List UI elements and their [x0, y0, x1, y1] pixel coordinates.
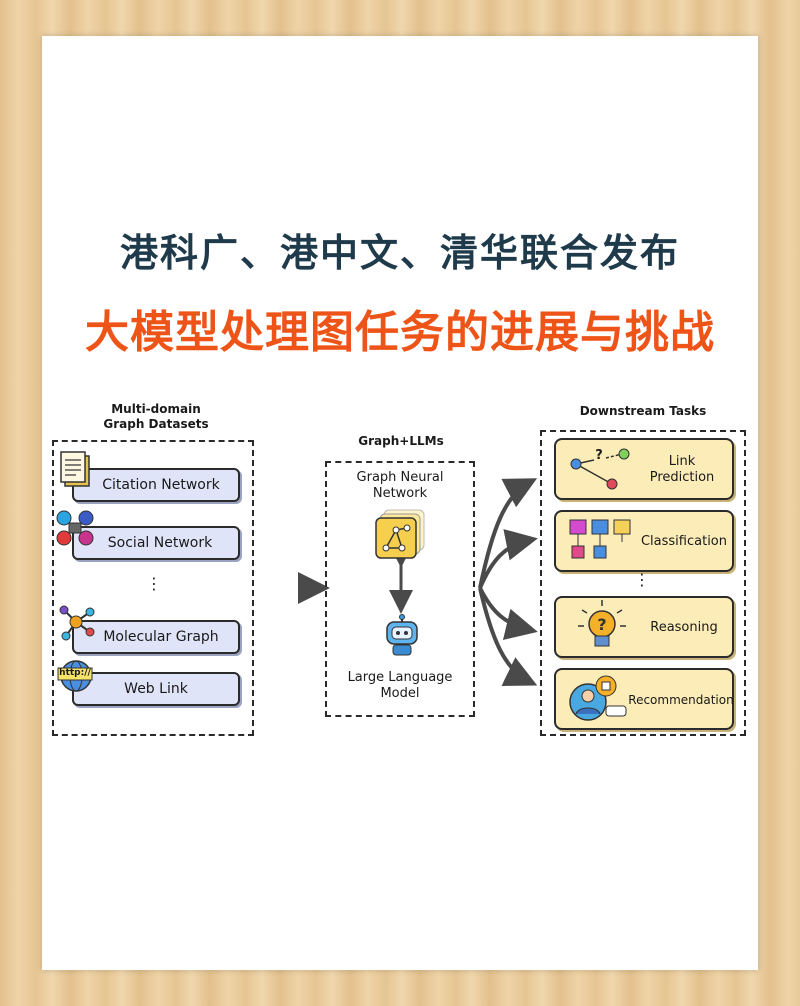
- tasks-box: [540, 430, 746, 736]
- arrow-to-link-prediction: [478, 478, 538, 589]
- globe-web-icon: [57, 660, 93, 692]
- dataset-label: Web Link: [124, 681, 188, 697]
- task-label-line2: Prediction: [649, 470, 715, 485]
- arrow-to-reasoning: [478, 587, 538, 640]
- lightbulb-question-icon: ?: [578, 600, 626, 647]
- headline-topic: 大模型处理图任务的进展与挑战: [85, 307, 715, 358]
- recommendation-user-icon: [569, 675, 627, 721]
- dataset-web-link: Web Link: [72, 672, 240, 706]
- llm-label: Large Language Model: [330, 670, 470, 702]
- link-prediction-icon: [570, 448, 630, 490]
- document-icon: [60, 451, 90, 487]
- dataset-label: Citation Network: [102, 477, 220, 493]
- gnn-label: Graph Neural Network: [330, 470, 470, 502]
- social-media-icon: [56, 510, 94, 546]
- datasets-group-title: Multi-domain Graph Datasets: [86, 402, 226, 432]
- task-label: Reasoning: [650, 620, 718, 635]
- datasets-title-line2: Graph Datasets: [103, 417, 209, 431]
- gnn-icon: [375, 509, 425, 559]
- task-label: Recommendation: [628, 693, 734, 707]
- task-label-line1: Link: [668, 454, 696, 469]
- llm-label-line2: Model: [380, 686, 420, 701]
- datasets-title-line1: Multi-domain: [111, 402, 201, 416]
- headline-institutions: 港科广、港中文、清华联合发布: [119, 230, 680, 275]
- arrow-to-classification: [478, 529, 538, 589]
- llm-label-line1: Large Language: [347, 670, 453, 685]
- svg-text:?: ?: [597, 615, 606, 634]
- classification-icon: [569, 519, 631, 559]
- model-group-title: Graph+LLMs: [358, 434, 444, 448]
- task-label: Link Prediction: [632, 454, 732, 486]
- paper-card: [42, 36, 758, 970]
- datasets-box: [52, 440, 254, 736]
- gnn-label-line1: Graph Neural: [356, 470, 444, 485]
- task-label: Classification: [640, 534, 728, 549]
- dataset-molecular-graph: Molecular Graph: [72, 620, 240, 654]
- datasets-ellipsis: ⋮: [146, 574, 162, 593]
- tasks-group-title: Downstream Tasks: [579, 404, 707, 418]
- http-badge: http://: [59, 668, 91, 678]
- task-reasoning: Reasoning: [554, 596, 734, 658]
- tasks-ellipsis: ⋮: [634, 570, 650, 589]
- gnn-label-line2: Network: [372, 486, 428, 501]
- robot-llm-icon: [386, 614, 418, 656]
- dataset-label: Molecular Graph: [103, 629, 219, 645]
- molecule-icon: [59, 605, 95, 641]
- dataset-social-network: Social Network: [72, 526, 240, 560]
- dataset-label: Social Network: [107, 535, 213, 551]
- arrow-to-recommendation: [478, 587, 538, 687]
- link-question-mark: ?: [595, 448, 603, 463]
- dataset-citation-network: Citation Network: [72, 468, 240, 502]
- model-box: [325, 461, 475, 717]
